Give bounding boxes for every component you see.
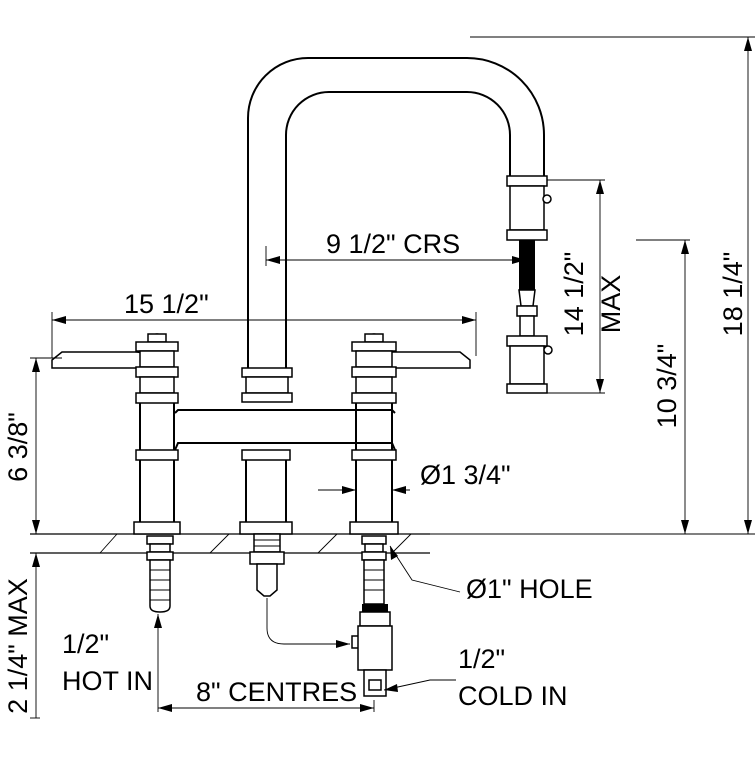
hot-inlet-leader: [154, 614, 162, 712]
centre-shank: [249, 533, 285, 597]
handle-span-dimension: [51, 312, 477, 358]
hole-size-label: Ø1" HOLE: [466, 574, 593, 604]
spout-centres-dimension: [265, 246, 526, 266]
overall-height-dimension: [430, 36, 755, 535]
overall-height-label: 18 1/4": [718, 252, 748, 337]
hot-shank: [146, 535, 174, 613]
body-diameter-dimension: [318, 486, 410, 494]
below-deck-label: 2 1/4" MAX: [3, 578, 33, 714]
cold-inlet-label: COLD IN: [458, 681, 568, 711]
spout-height-dimension: [636, 239, 690, 534]
cold-size-label: 1/2": [458, 644, 505, 674]
spout-height-label: 10 3/4": [652, 344, 682, 429]
hose-connection-leader: [266, 598, 350, 648]
below-deck-dimension: [30, 553, 40, 719]
cold-valve-body: [349, 333, 471, 535]
handle-span-label: 15 1/2": [124, 289, 209, 319]
centres-dimension: [158, 700, 375, 712]
centre-body: [239, 449, 293, 535]
hole-leader: [389, 545, 461, 593]
centres-label: 8" CENTRES: [196, 677, 357, 707]
sprayer-head: [506, 175, 553, 394]
hot-valve-body: [51, 333, 181, 535]
spout-centres-label: 9 1/2" CRS: [326, 229, 460, 259]
body-diameter-label: Ø1 3/4": [420, 460, 511, 490]
spout-collar: [241, 367, 293, 403]
cold-shank: [351, 535, 393, 697]
body-height-label: 6 3/8": [3, 412, 33, 482]
spray-height-label: 14 1/2": [559, 252, 589, 337]
hot-inlet-label: HOT IN: [62, 666, 153, 696]
spray-max-label: MAX: [596, 275, 626, 334]
cold-inlet-leader: [383, 679, 456, 692]
body-height-dimension: [30, 357, 62, 534]
spray-height-dimension: [547, 179, 605, 394]
hot-size-label: 1/2": [62, 629, 109, 659]
gooseneck-spout: [247, 57, 545, 368]
bridge: [174, 409, 396, 451]
